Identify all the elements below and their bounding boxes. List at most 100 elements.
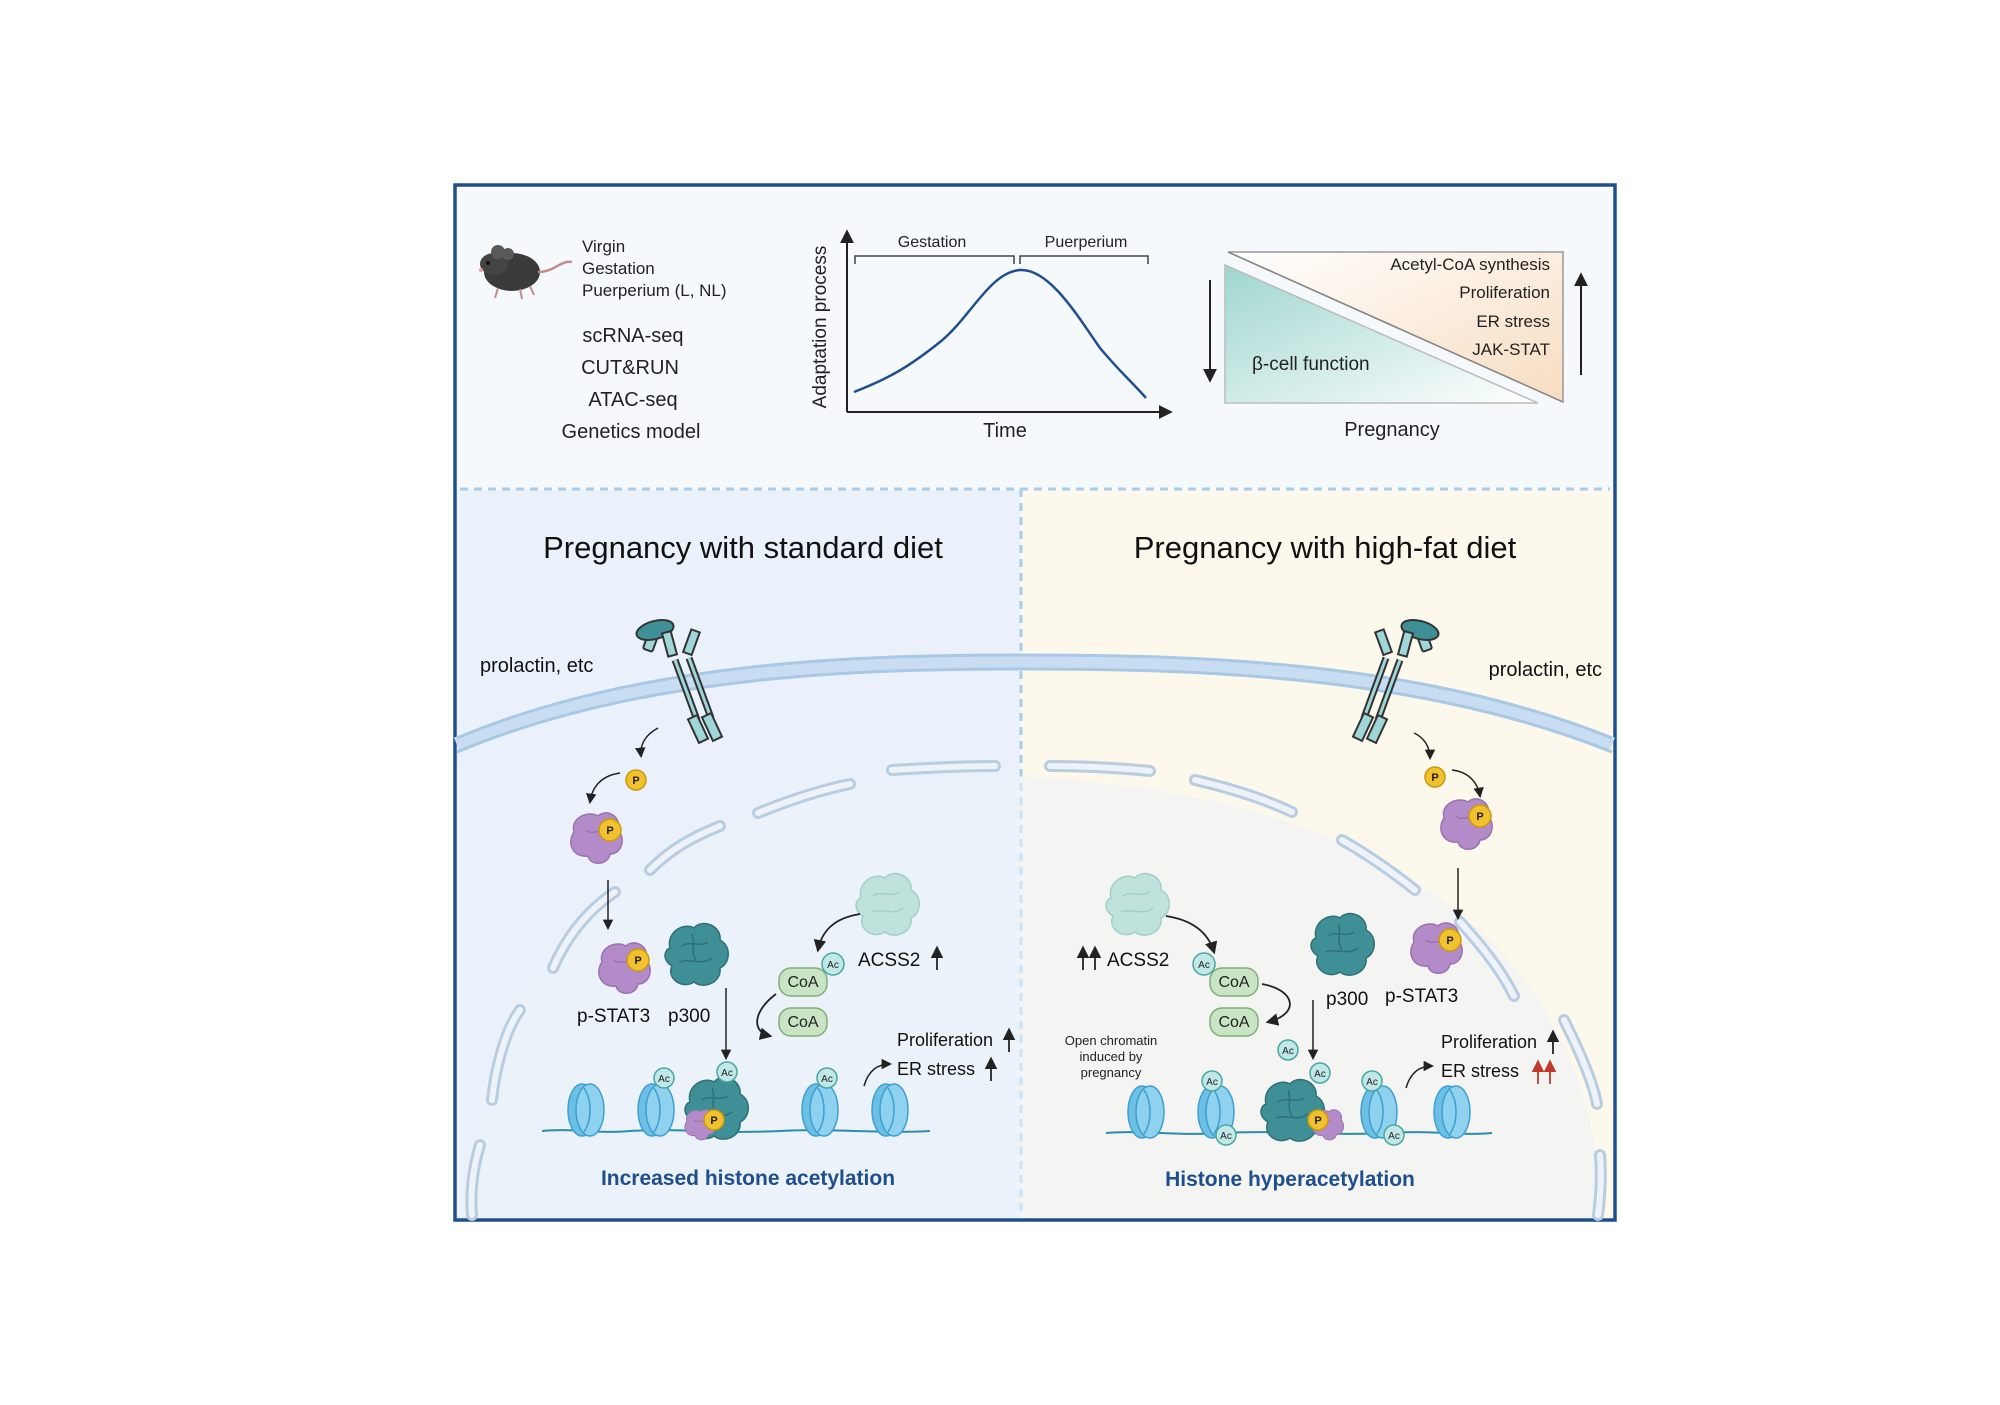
right-pstat3-nuclear: P [1410,922,1463,975]
condition-virgin: Virgin [582,237,625,256]
right-stat3-phosphorylated: P [1440,798,1493,851]
svg-text:Ac: Ac [1282,1046,1294,1057]
left-nucleosome-2 [637,1083,675,1137]
right-acss2-protein [1105,872,1171,936]
svg-text:Ac: Ac [827,960,839,971]
svg-text:Ac: Ac [821,1074,833,1085]
svg-text:P: P [632,775,639,787]
left-nucleosome-4 [871,1083,909,1137]
puerperium-bracket [1019,255,1149,264]
adaptation-curve [853,268,1147,399]
right-acetyl-marks: Ac Ac Ac Ac Ac Ac [1201,1039,1405,1146]
right-p300-label: p300 [1326,989,1368,1010]
right-panel-title: Pregnancy with high-fat diet [1134,530,1517,565]
tradeoff-item-er-stress: ER stress [1476,312,1550,331]
condition-puerperium: Puerperium (L, NL) [582,281,727,300]
svg-text:P: P [1431,772,1438,784]
condition-gestation: Gestation [582,259,655,278]
svg-text:CoA: CoA [787,1014,818,1031]
phase-puerperium-label: Puerperium [1045,234,1128,251]
left-panel-title: Pregnancy with standard diet [543,530,943,565]
method-list: scRNA-seq CUT&RUN ATAC-seq Genetics mode… [562,325,701,443]
left-chromatin-phosphate: P [703,1109,725,1131]
right-pstat3-label: p-STAT3 [1385,986,1458,1007]
method-atac-seq: ATAC-seq [588,389,677,411]
svg-text:P: P [634,955,641,967]
svg-text:Ac: Ac [1220,1131,1232,1142]
svg-text:CoA: CoA [1218,1014,1249,1031]
method-genetics-model: Genetics model [562,421,701,443]
left-acetyl-coa: CoA Ac [778,952,845,997]
left-proliferation-label: Proliferation [897,1030,993,1050]
tradeoff-diagram: Acetyl-CoA synthesis Proliferation ER st… [1203,251,1588,441]
method-cut-and-run: CUT&RUN [581,357,679,379]
left-pstat3-nuclear: P [598,942,651,995]
left-acss2-protein [855,872,921,936]
left-acss2-label: ACSS2 [858,950,920,971]
right-prolactin-receptor [1351,619,1440,745]
left-pathway: prolactin, etc P P P [480,619,1016,1190]
curve-x-label: Time [983,420,1027,442]
left-prolactin-receptor [635,619,724,745]
left-er-stress-label: ER stress [897,1059,975,1079]
phase-gestation-label: Gestation [898,234,966,251]
right-er-stress-label: ER stress [1441,1061,1519,1081]
svg-text:Ac: Ac [658,1074,670,1085]
right-p300-protein [1310,912,1376,976]
svg-text:induced by: induced by [1080,1049,1143,1064]
svg-text:CoA: CoA [787,974,818,991]
adaptation-curve-chart: Adaptation process Time Gestation Puerpe… [810,229,1173,442]
svg-text:Ac: Ac [1366,1077,1378,1088]
svg-text:P: P [710,1115,717,1127]
tradeoff-item-proliferation: Proliferation [1459,283,1550,302]
left-acetyl-marks: Ac Ac Ac [653,1061,838,1089]
svg-text:P: P [1446,935,1453,947]
right-nucleosome-1 [1127,1085,1165,1139]
tradeoff-beta-cell-function: β-cell function [1252,354,1370,375]
svg-text:Ac: Ac [1388,1131,1400,1142]
right-nucleosome-4 [1433,1085,1471,1139]
left-nucleosome-1 [567,1083,605,1137]
left-free-coa: CoA [778,1007,828,1037]
right-result-label: Histone hyperacetylation [1165,1168,1415,1191]
method-scrna-seq: scRNA-seq [582,325,683,347]
cell-membrane [453,653,1615,754]
left-nucleosome-3 [801,1083,839,1137]
right-free-coa: CoA [1209,1007,1259,1037]
right-chromatin-phosphate: P [1307,1109,1329,1131]
left-pstat3-label: p-STAT3 [577,1006,650,1027]
tradeoff-x-label: Pregnancy [1344,419,1440,441]
left-result-label: Increased histone acetylation [601,1167,895,1190]
svg-text:CoA: CoA [1218,974,1249,991]
svg-text:Ac: Ac [1206,1077,1218,1088]
svg-text:Ac: Ac [1314,1069,1326,1080]
svg-text:P: P [1314,1115,1321,1127]
right-acss2-label: ACSS2 [1107,950,1169,971]
right-open-chromatin-note: Open chromatin induced by pregnancy [1065,1033,1158,1080]
left-p300-label: p300 [668,1006,710,1027]
svg-text:pregnancy: pregnancy [1081,1065,1142,1080]
svg-text:Ac: Ac [721,1068,733,1079]
left-free-phosphate: P [625,769,647,791]
mouse-condition-list: Virgin Gestation Puerperium (L, NL) [582,237,727,300]
right-proliferation-label: Proliferation [1441,1032,1537,1052]
tradeoff-item-jak-stat: JAK-STAT [1472,340,1550,359]
right-free-phosphate: P [1424,766,1446,788]
tradeoff-item-acetyl-coa: Acetyl-CoA synthesis [1390,255,1550,274]
svg-text:Ac: Ac [1198,960,1210,971]
right-ligand-label: prolactin, etc [1489,659,1602,681]
left-ligand-label: prolactin, etc [480,655,593,677]
left-p300-protein [664,922,730,986]
curve-y-label: Adaptation process [810,246,831,409]
right-pathway: prolactin, etc P P P [1065,619,1602,1191]
svg-text:Open chromatin: Open chromatin [1065,1033,1158,1048]
mouse-icon [479,245,573,300]
figure-frame [453,183,1617,1222]
svg-text:P: P [606,825,613,837]
left-stat3-phosphorylated: P [570,812,623,865]
right-acetyl-coa: CoA Ac [1192,952,1259,997]
gestation-bracket [854,255,1015,264]
svg-text:P: P [1476,811,1483,823]
